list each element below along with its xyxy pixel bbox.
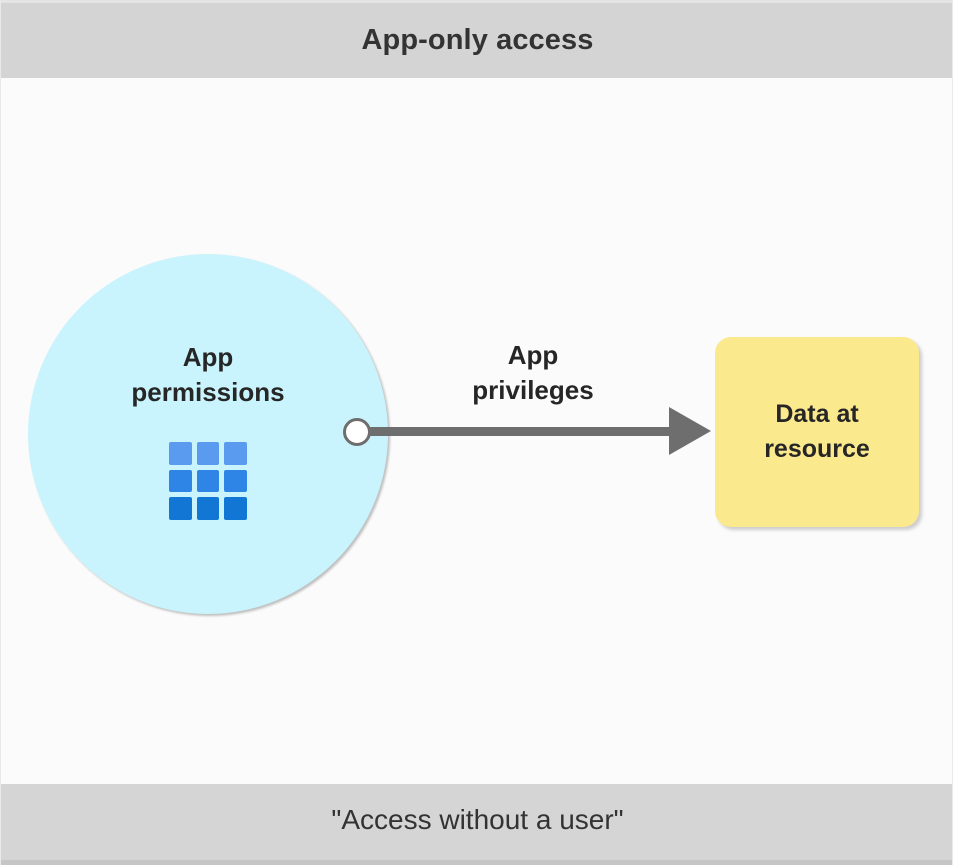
app-grid-cell xyxy=(224,497,247,520)
data-at-resource-label: Data at resource xyxy=(764,397,870,467)
app-grid-cell xyxy=(224,469,247,493)
data-at-resource-label-line2: resource xyxy=(764,435,870,463)
app-permissions-label-line1: App xyxy=(182,342,234,372)
app-permissions-circle xyxy=(28,254,388,614)
app-grid-cell xyxy=(169,442,192,465)
app-grid-cell xyxy=(196,469,220,493)
connection-endpoint-icon xyxy=(343,418,371,446)
data-at-resource-box: Data at resource xyxy=(715,337,919,527)
app-grid-cell xyxy=(169,469,192,493)
app-privileges-label: App privileges xyxy=(417,338,649,408)
app-permissions-label-line2: permissions xyxy=(131,377,285,408)
data-at-resource-label-line1: Data at xyxy=(775,400,859,428)
app-grid-cell xyxy=(224,442,247,465)
footer-caption: "Access without a user" xyxy=(331,804,624,835)
app-privileges-label-line2: privileges xyxy=(472,375,594,406)
app-permissions-label: App permissions xyxy=(28,340,388,410)
app-grid-cell xyxy=(196,497,220,520)
app-grid-cell xyxy=(169,497,192,520)
diagram-footer-band: "Access without a user" xyxy=(1,784,952,865)
app-privileges-arrow-head-icon xyxy=(669,407,711,455)
page-title: App-only access xyxy=(361,24,594,56)
app-privileges-label-line1: App xyxy=(507,340,559,370)
app-grid-icon xyxy=(169,442,247,520)
app-privileges-arrow-line xyxy=(365,427,675,436)
diagram-header-band: App-only access xyxy=(1,0,952,78)
app-grid-cell xyxy=(196,442,220,465)
